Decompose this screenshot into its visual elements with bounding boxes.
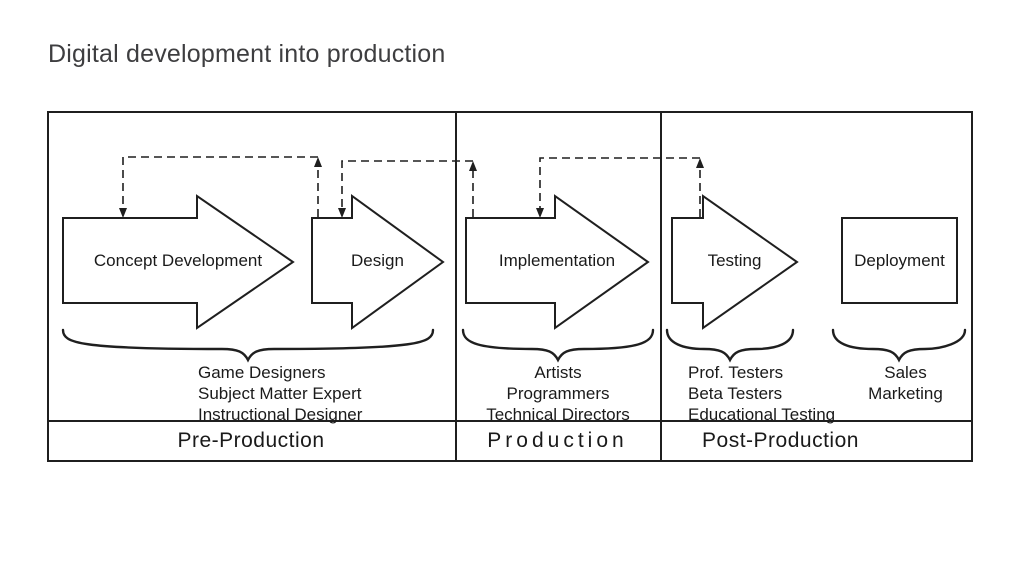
role-line: Programmers	[506, 384, 610, 403]
roles-production: Artists Programmers Technical Directors	[458, 362, 658, 425]
role-line: Prof. Testers	[688, 363, 784, 382]
divider-production-postproduction	[660, 111, 662, 462]
role-line: Educational Testing	[688, 405, 836, 424]
phase-label-concept-development: Concept Development	[93, 250, 263, 270]
section-label-production: Production	[487, 429, 628, 452]
role-line: Beta Testers	[688, 384, 783, 403]
role-line: Technical Directors	[486, 405, 630, 424]
roles-testing: Prof. Testers Beta Testers Educational T…	[688, 362, 835, 425]
roles-preproduction: Game Designers Subject Matter Expert Ins…	[198, 362, 362, 425]
role-line: Sales	[884, 363, 927, 382]
phase-label-implementation: Implementation	[498, 250, 616, 270]
phase-label-design: Design	[351, 250, 404, 270]
diagram-frame	[47, 111, 973, 462]
section-label-postproduction: Post-Production	[702, 429, 859, 452]
roles-deployment: Sales Marketing	[838, 362, 973, 404]
role-line: Subject Matter Expert	[198, 384, 362, 403]
divider-band-top	[47, 420, 973, 422]
divider-preproduction-production	[455, 111, 457, 462]
role-line: Artists	[534, 363, 582, 382]
phase-label-deployment: Deployment	[854, 250, 945, 270]
page-title: Digital development into production	[48, 40, 446, 68]
role-line: Instructional Designer	[198, 405, 363, 424]
phase-label-testing: Testing	[707, 250, 762, 270]
section-label-preproduction: Pre-Production	[177, 429, 325, 452]
role-line: Marketing	[868, 384, 943, 403]
role-line: Game Designers	[198, 363, 326, 382]
